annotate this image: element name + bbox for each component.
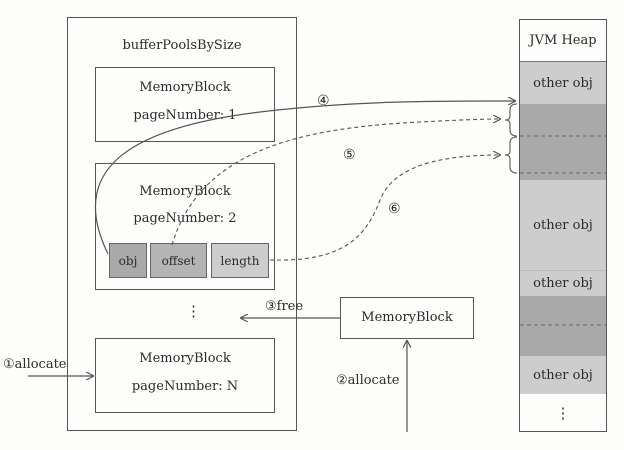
free-memory-block-name: MemoryBlock — [361, 310, 453, 325]
heap-allocated-region-1 — [520, 104, 606, 180]
arrow-4-obj-reference — [94, 101, 515, 255]
pool-ellipsis: ⋮ — [186, 302, 201, 320]
free-memory-block: MemoryBlock — [340, 297, 474, 339]
heap-other-obj-3: other obj — [520, 270, 606, 296]
arrow-6-length-reference — [269, 155, 500, 261]
memory-block-2-name: MemoryBlock — [139, 184, 231, 199]
field-obj: obj — [109, 243, 147, 278]
heap-brace-2 — [504, 136, 518, 174]
field-offset: offset — [150, 243, 207, 278]
memory-block-2-fields: obj offset length — [109, 243, 269, 278]
heap-allocated-region-2 — [520, 296, 606, 356]
heap-brace-1 — [504, 103, 518, 137]
heap-other-obj-4: other obj — [520, 356, 606, 394]
step-3-free-label: ③free — [265, 299, 304, 314]
memory-block-2: MemoryBlock pageNumber: 2 obj offset len… — [95, 163, 275, 290]
memory-block-n: MemoryBlock pageNumber: N — [95, 338, 275, 413]
step-2-allocate-label: ②allocate — [336, 373, 400, 388]
step-6-label: ⑥ — [388, 201, 401, 217]
arrow-5-offset-reference — [171, 119, 500, 246]
field-length: length — [211, 243, 269, 278]
heap-ellipsis: ⋮ — [555, 403, 571, 422]
heap-other-obj-2: other obj — [520, 180, 606, 270]
step-1-allocate-label: ①allocate — [3, 357, 67, 372]
buffer-pool-title: bufferPoolsBySize — [122, 38, 242, 53]
step-5-label: ⑤ — [343, 147, 356, 163]
memory-block-2-page-number: pageNumber: 2 — [133, 211, 237, 226]
jvm-heap: JVM Heap other obj other obj other obj o… — [519, 19, 607, 432]
heap-other-obj-1: other obj — [520, 62, 606, 104]
heap-title: JVM Heap — [520, 20, 606, 62]
step-4-label: ④ — [317, 93, 330, 109]
memory-block-n-page-number: pageNumber: N — [131, 379, 239, 394]
memory-block-1-name: MemoryBlock — [139, 80, 231, 95]
memory-block-n-name: MemoryBlock — [139, 351, 231, 366]
